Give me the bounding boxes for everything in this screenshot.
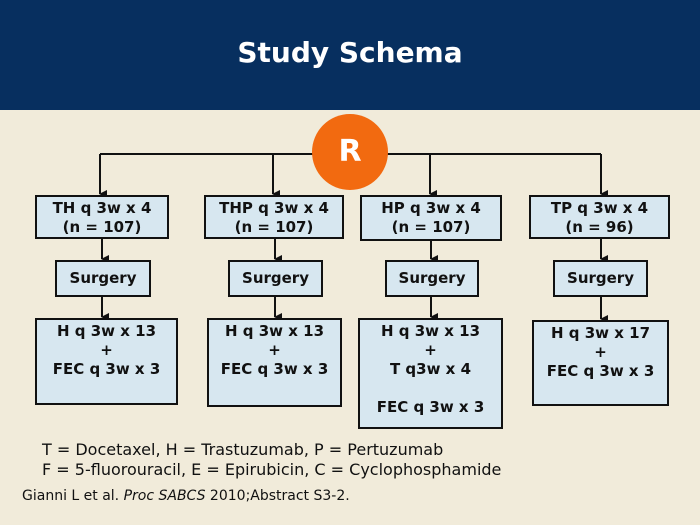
legend-line-1: T = Docetaxel, H = Trastuzumab, P = Pert… [42,440,444,459]
post-line: FEC q 3w x 3 [220,360,329,378]
arm-n: (n = 107) [234,218,314,236]
arm-n: (n = 107) [62,218,142,236]
arm-regimen: TP q 3w x 4 [550,199,649,217]
post-line: H q 3w x 17 [550,324,651,342]
arm-3-regimen-box: HP q 3w x 4 (n = 107) [360,195,502,241]
post-line: FEC q 3w x 3 [52,360,161,378]
arm-n: (n = 96) [565,218,634,236]
arm-2-regimen-box: THP q 3w x 4 (n = 107) [204,195,344,239]
citation-journal: Proc SABCS [123,488,206,504]
post-line: H q 3w x 13 [56,322,157,340]
post-line: FEC q 3w x 3 [376,398,485,416]
arm-1-surgery-box: Surgery [55,260,151,297]
post-line: H q 3w x 13 [224,322,325,340]
surgery-label: Surgery [242,269,309,287]
surgery-label: Surgery [398,269,466,287]
post-line: + [594,343,607,361]
arm-regimen: HP q 3w x 4 [381,199,481,217]
page-title: Study Schema [237,36,463,69]
citation-authors: Gianni L et al. [22,488,124,504]
arm-regimen: THP q 3w x 4 [219,199,329,217]
arm-3-post-box: H q 3w x 13 + T q3w x 4 FEC q 3w x 3 [358,318,503,429]
arm-1-post-box: H q 3w x 13 + FEC q 3w x 3 [35,318,178,405]
post-line: T q3w x 4 [389,360,472,378]
post-line: + [424,341,437,359]
arm-1-regimen-box: TH q 3w x 4 (n = 107) [35,195,169,239]
arm-regimen: TH q 3w x 4 [52,199,152,217]
citation: Gianni L et al. Proc SABCS 2010;Abstract… [22,488,350,504]
surgery-label: Surgery [69,269,137,287]
surgery-label: Surgery [567,269,634,287]
post-line: + [268,341,281,359]
arm-2-surgery-box: Surgery [228,260,323,297]
title-banner: Study Schema [0,0,700,110]
post-line: H q 3w x 13 [380,322,481,340]
inner-arrow-spacer [360,379,501,398]
arm-4-regimen-box: TP q 3w x 4 (n = 96) [529,195,670,239]
arm-2-post-box: H q 3w x 13 + FEC q 3w x 3 [207,318,342,407]
post-line: + [100,341,113,359]
arm-3-surgery-box: Surgery [385,260,479,297]
arm-4-surgery-box: Surgery [553,260,648,297]
legend-line-2: F = 5-fluorouracil, E = Epirubicin, C = … [42,460,502,479]
randomization-circle: R [312,114,388,190]
arm-4-post-box: H q 3w x 17 + FEC q 3w x 3 [532,320,669,406]
arm-n: (n = 107) [391,218,471,236]
post-line: FEC q 3w x 3 [546,362,655,380]
citation-rest: 2010;Abstract S3-2. [205,488,350,504]
